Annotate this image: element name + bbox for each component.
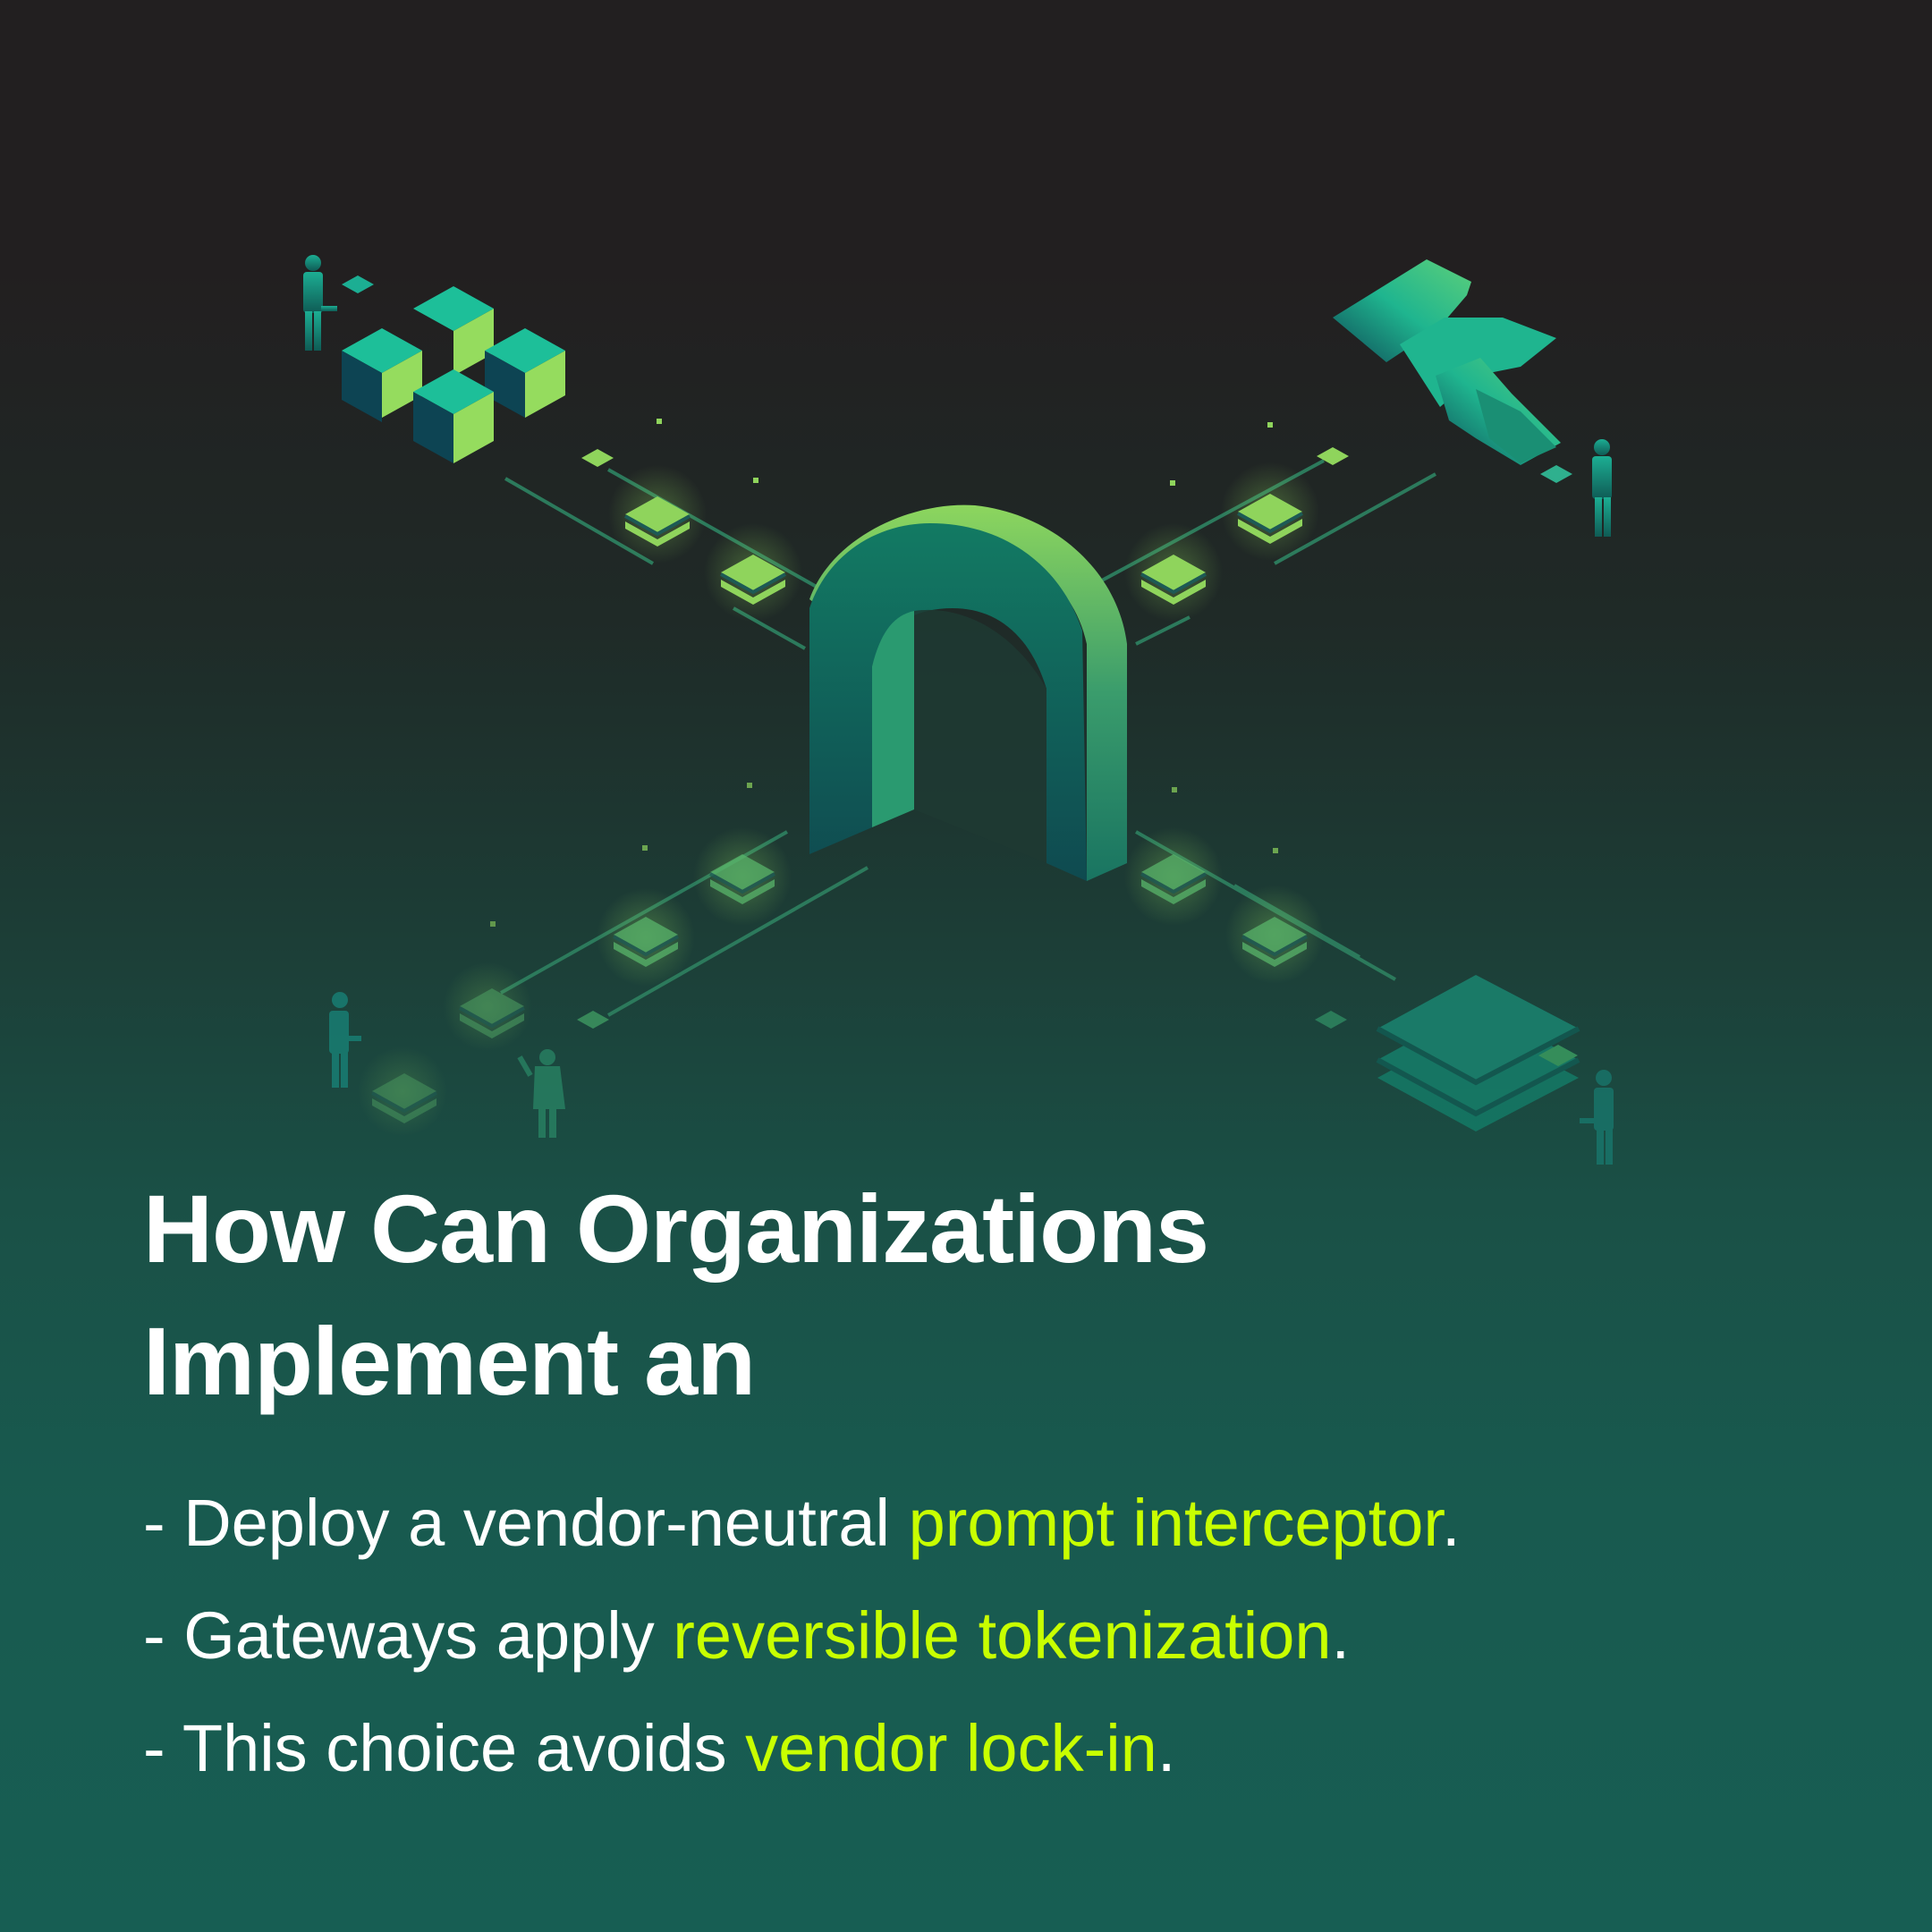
bullet-text: - Gateways apply [143, 1598, 674, 1673]
person-icon [1540, 439, 1612, 537]
bullet-list: - Deploy a vendor-neutral prompt interce… [143, 1467, 1843, 1805]
sparkle-dots [490, 419, 1278, 927]
bullet-highlight: reversible tokenization [673, 1598, 1332, 1673]
cube-cluster-icon [342, 286, 565, 463]
bullet-item: - Deploy a vendor-neutral prompt interce… [143, 1467, 1843, 1580]
tile-node-icon [1140, 555, 1207, 605]
small-diamond-nodes [577, 447, 1349, 1029]
tile-node-icon [624, 496, 691, 547]
page-title: How Can Organizations Implement an [143, 1163, 1843, 1428]
bullet-item: - Gateways apply reversible tokenization… [143, 1580, 1843, 1692]
title-line-2: Implement an [143, 1307, 756, 1415]
layered-stack-icon [1376, 975, 1580, 1131]
tile-node-icon [1237, 494, 1303, 544]
tile-node-icon [459, 988, 525, 1038]
tile-node-icon [1241, 917, 1308, 967]
tile-node-icon [709, 854, 775, 904]
person-icon [517, 1049, 565, 1138]
tile-node-icon [720, 555, 786, 605]
arch-gateway-icon [809, 504, 1127, 881]
bullet-punctuation: . [1157, 1711, 1176, 1785]
text-content: How Can Organizations Implement an - Dep… [143, 1163, 1843, 1805]
bullet-text: - This choice avoids [143, 1711, 746, 1785]
person-icon [329, 992, 361, 1088]
stacked-tile-nodes [371, 494, 1308, 1123]
person-icon [1580, 1070, 1614, 1165]
ribbon-logo-icon [1333, 259, 1561, 465]
bullet-highlight: prompt interceptor [908, 1486, 1442, 1560]
bullet-punctuation: . [1441, 1486, 1461, 1560]
bullet-highlight: vendor lock-in [745, 1711, 1157, 1785]
bullet-item: - This choice avoids vendor lock-in. [143, 1692, 1843, 1805]
tile-node-icon [613, 917, 679, 967]
title-line-1: How Can Organizations [143, 1174, 1209, 1283]
bullet-text: - Deploy a vendor-neutral [143, 1486, 909, 1560]
person-icon [303, 255, 374, 351]
tile-node-icon [1140, 854, 1207, 904]
tile-node-icon [371, 1073, 437, 1123]
network-illustration [303, 255, 1614, 1165]
bullet-punctuation: . [1331, 1598, 1351, 1673]
